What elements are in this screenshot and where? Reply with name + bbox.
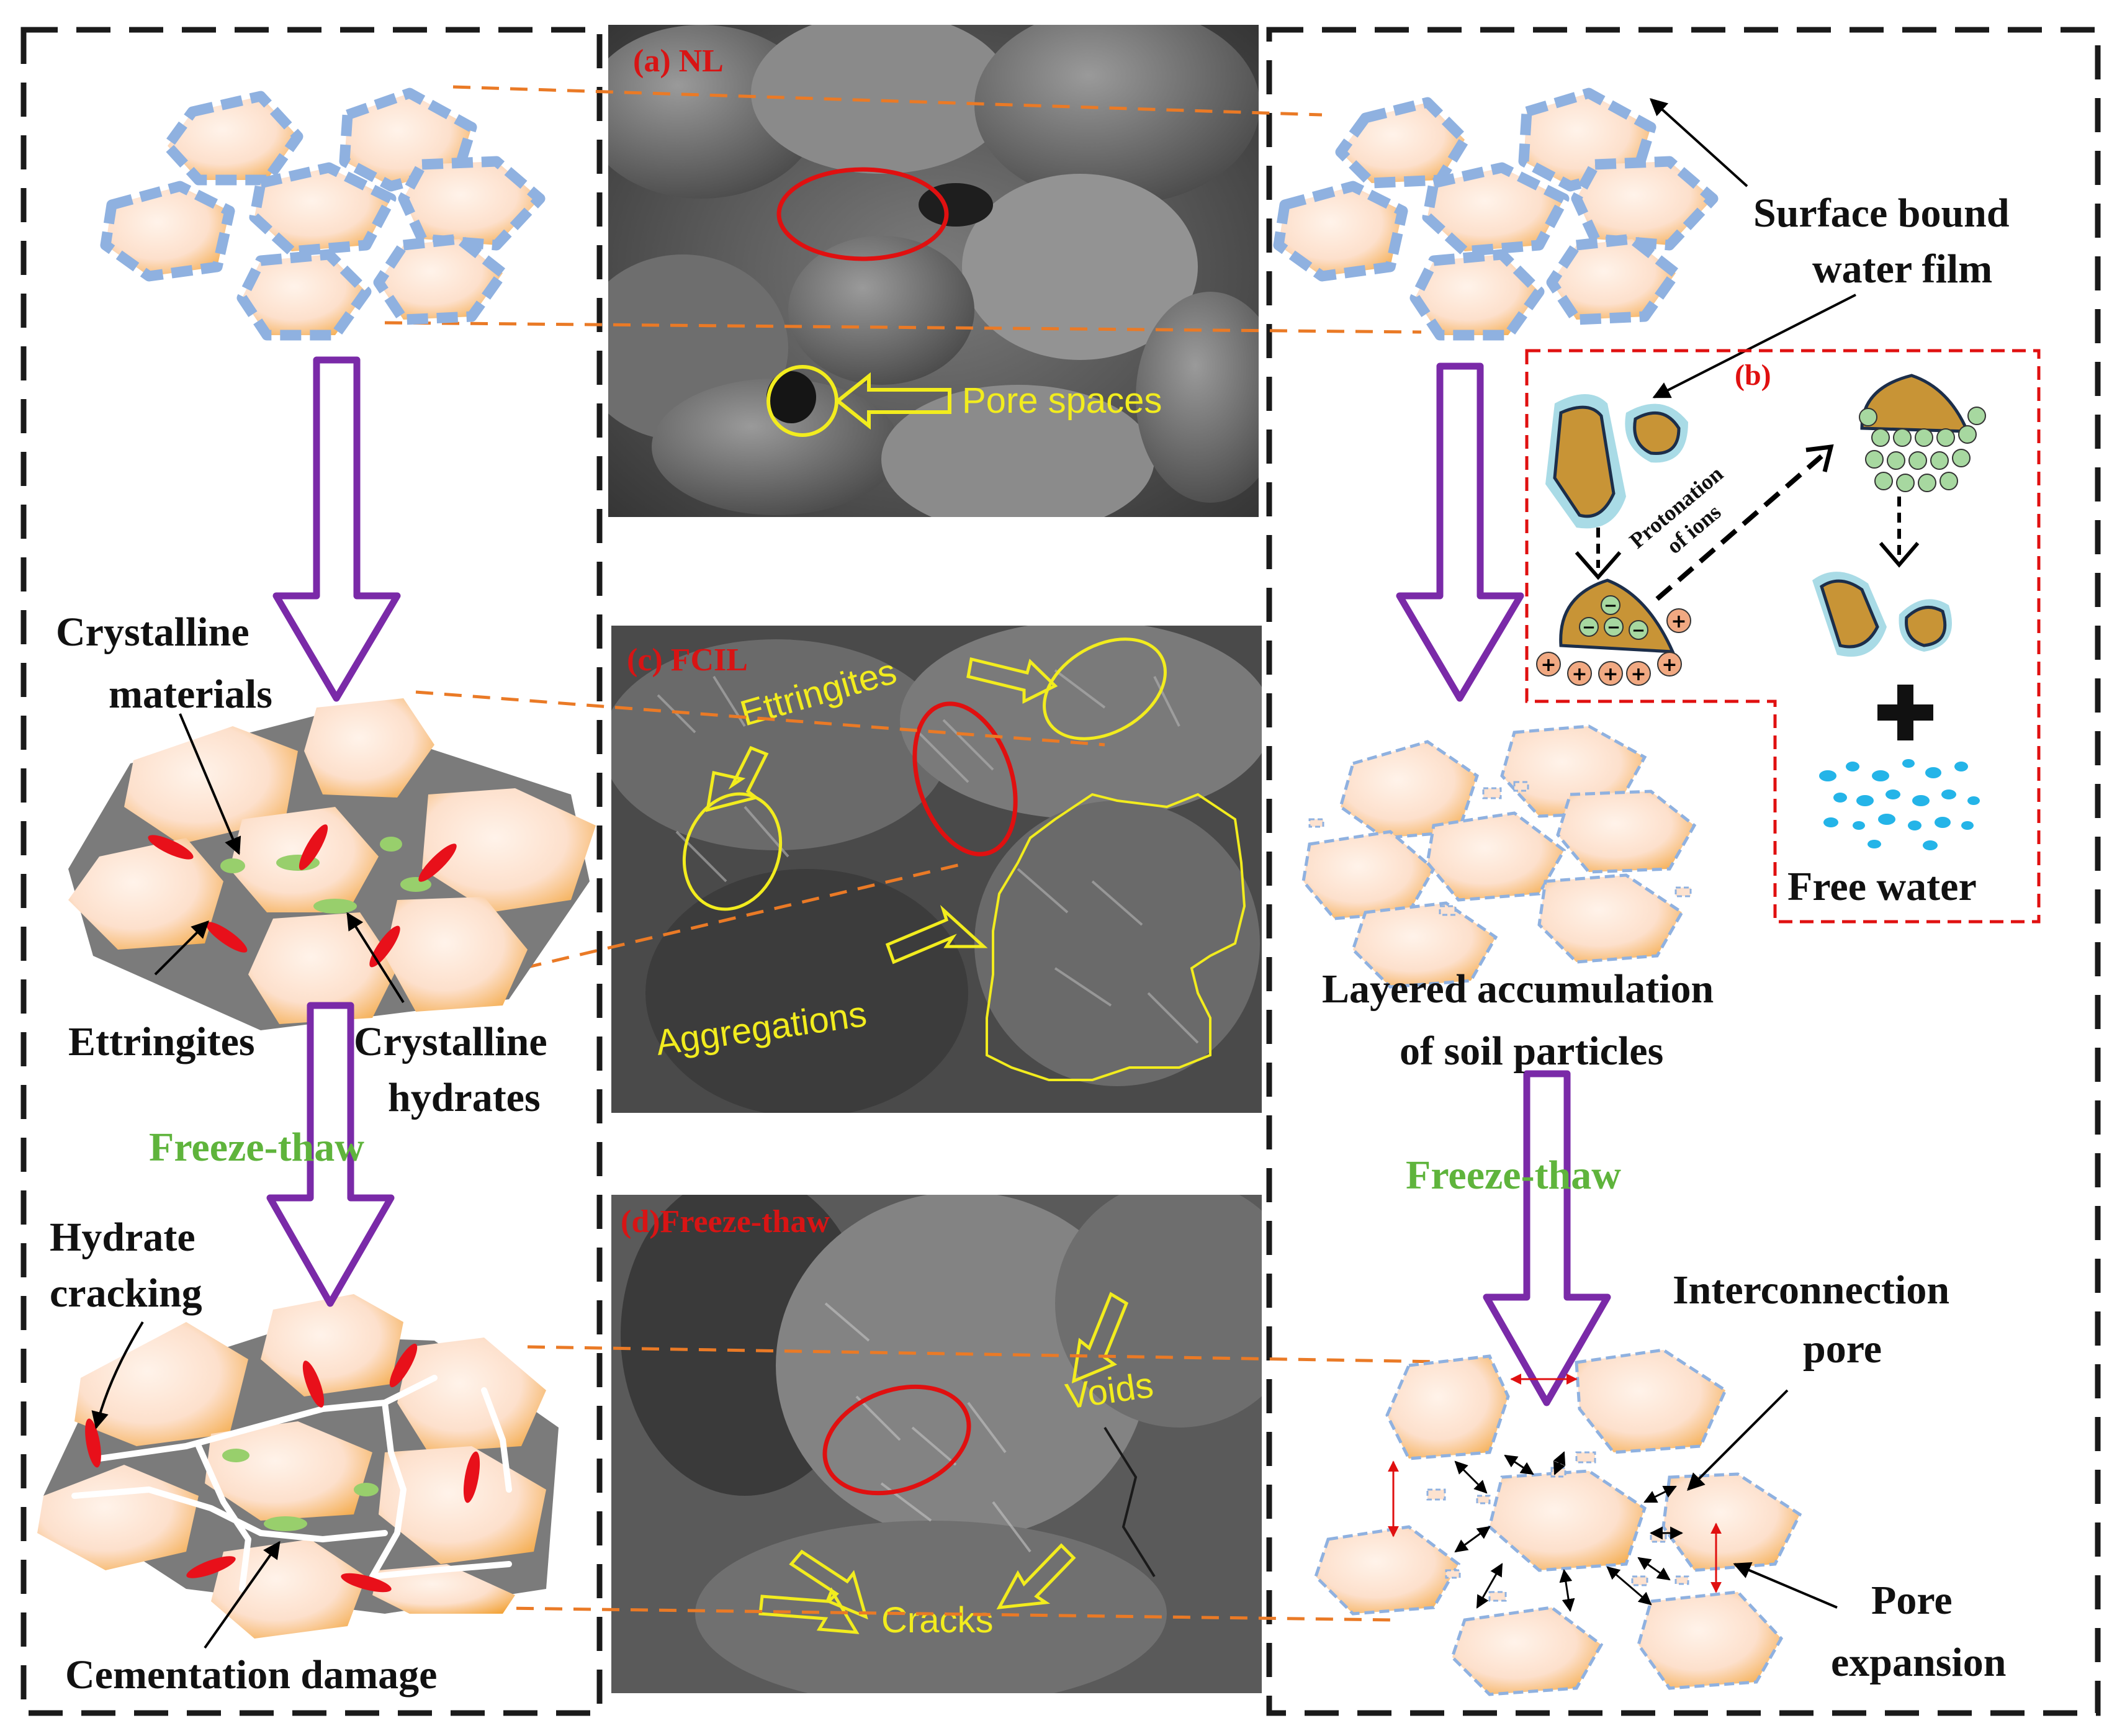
svg-text:+: + [1661, 654, 1677, 676]
free-water-icon [1819, 759, 1980, 850]
hollow-down-arrow-icon [1400, 366, 1521, 698]
svg-text:−: − [1607, 618, 1620, 637]
svg-text:+: + [1630, 663, 1646, 685]
hollow-down-arrow-icon [1486, 1074, 1607, 1403]
cracks-label: Cracks [881, 1600, 993, 1640]
particle-cluster-damaged [37, 1294, 559, 1639]
panel-b-label: (b) [1735, 359, 1771, 392]
surface-bound-water-film-label: Surface bound water film [1753, 191, 2020, 292]
hollow-down-arrow-icon [276, 360, 397, 698]
particle-cluster-cemented [68, 698, 596, 1030]
protonation-label: Protonation of ions [1625, 457, 1750, 575]
interconnection-pore-label: Interconnection pore [1673, 1267, 1960, 1372]
svg-text:+: + [1671, 611, 1686, 632]
pore-expansion-label: Pore expansion [1831, 1578, 2006, 1685]
sem-panel-c: (c) FCIL Ettringites Aggregations [602, 619, 1272, 1117]
hydrate-cracking-label: Hydrate cracking [50, 1215, 205, 1316]
crystalline-materials-label: Crystalline materials [56, 609, 272, 717]
svg-text:+: + [1571, 663, 1587, 685]
particle-cluster-layered [1303, 726, 1694, 987]
svg-text:+: + [1602, 663, 1618, 685]
svg-text:−: − [1632, 621, 1645, 640]
freeze-thaw-label-right: Freeze-thaw [1406, 1153, 1621, 1198]
layered-accumulation-label: Layered accumulation of soil particles [1322, 966, 1724, 1074]
sem-panel-a: (a) NL Pore spaces [577, 6, 1285, 534]
svg-text:+: + [1540, 654, 1556, 676]
svg-text:−: − [1582, 618, 1596, 637]
pore-spaces-label: Pore spaces [962, 380, 1162, 421]
sem-panel-d: (d)Freeze-thaw Voids Cracks [611, 1173, 1303, 1707]
particle-cluster-initial [106, 93, 540, 335]
particle-cluster-water-film [1279, 93, 1713, 335]
sem-panel-d-label: (d)Freeze-thaw [621, 1204, 830, 1239]
sem-panel-a-label: (a) NL [633, 43, 724, 79]
cementation-damage-label: Cementation damage [65, 1652, 437, 1698]
crystalline-hydrates-label: Crystalline hydrates [354, 1019, 557, 1120]
free-water-label: Free water [1787, 864, 1977, 909]
particle-cluster-expanded [1316, 1350, 1800, 1694]
ettringites-label: Ettringites [68, 1019, 255, 1064]
freeze-thaw-label-left: Freeze-thaw [149, 1125, 364, 1170]
svg-text:−: − [1604, 596, 1617, 615]
pointer-arrow [1735, 1564, 1837, 1608]
sem-panel-c-label: (c) FCIL [627, 642, 748, 678]
